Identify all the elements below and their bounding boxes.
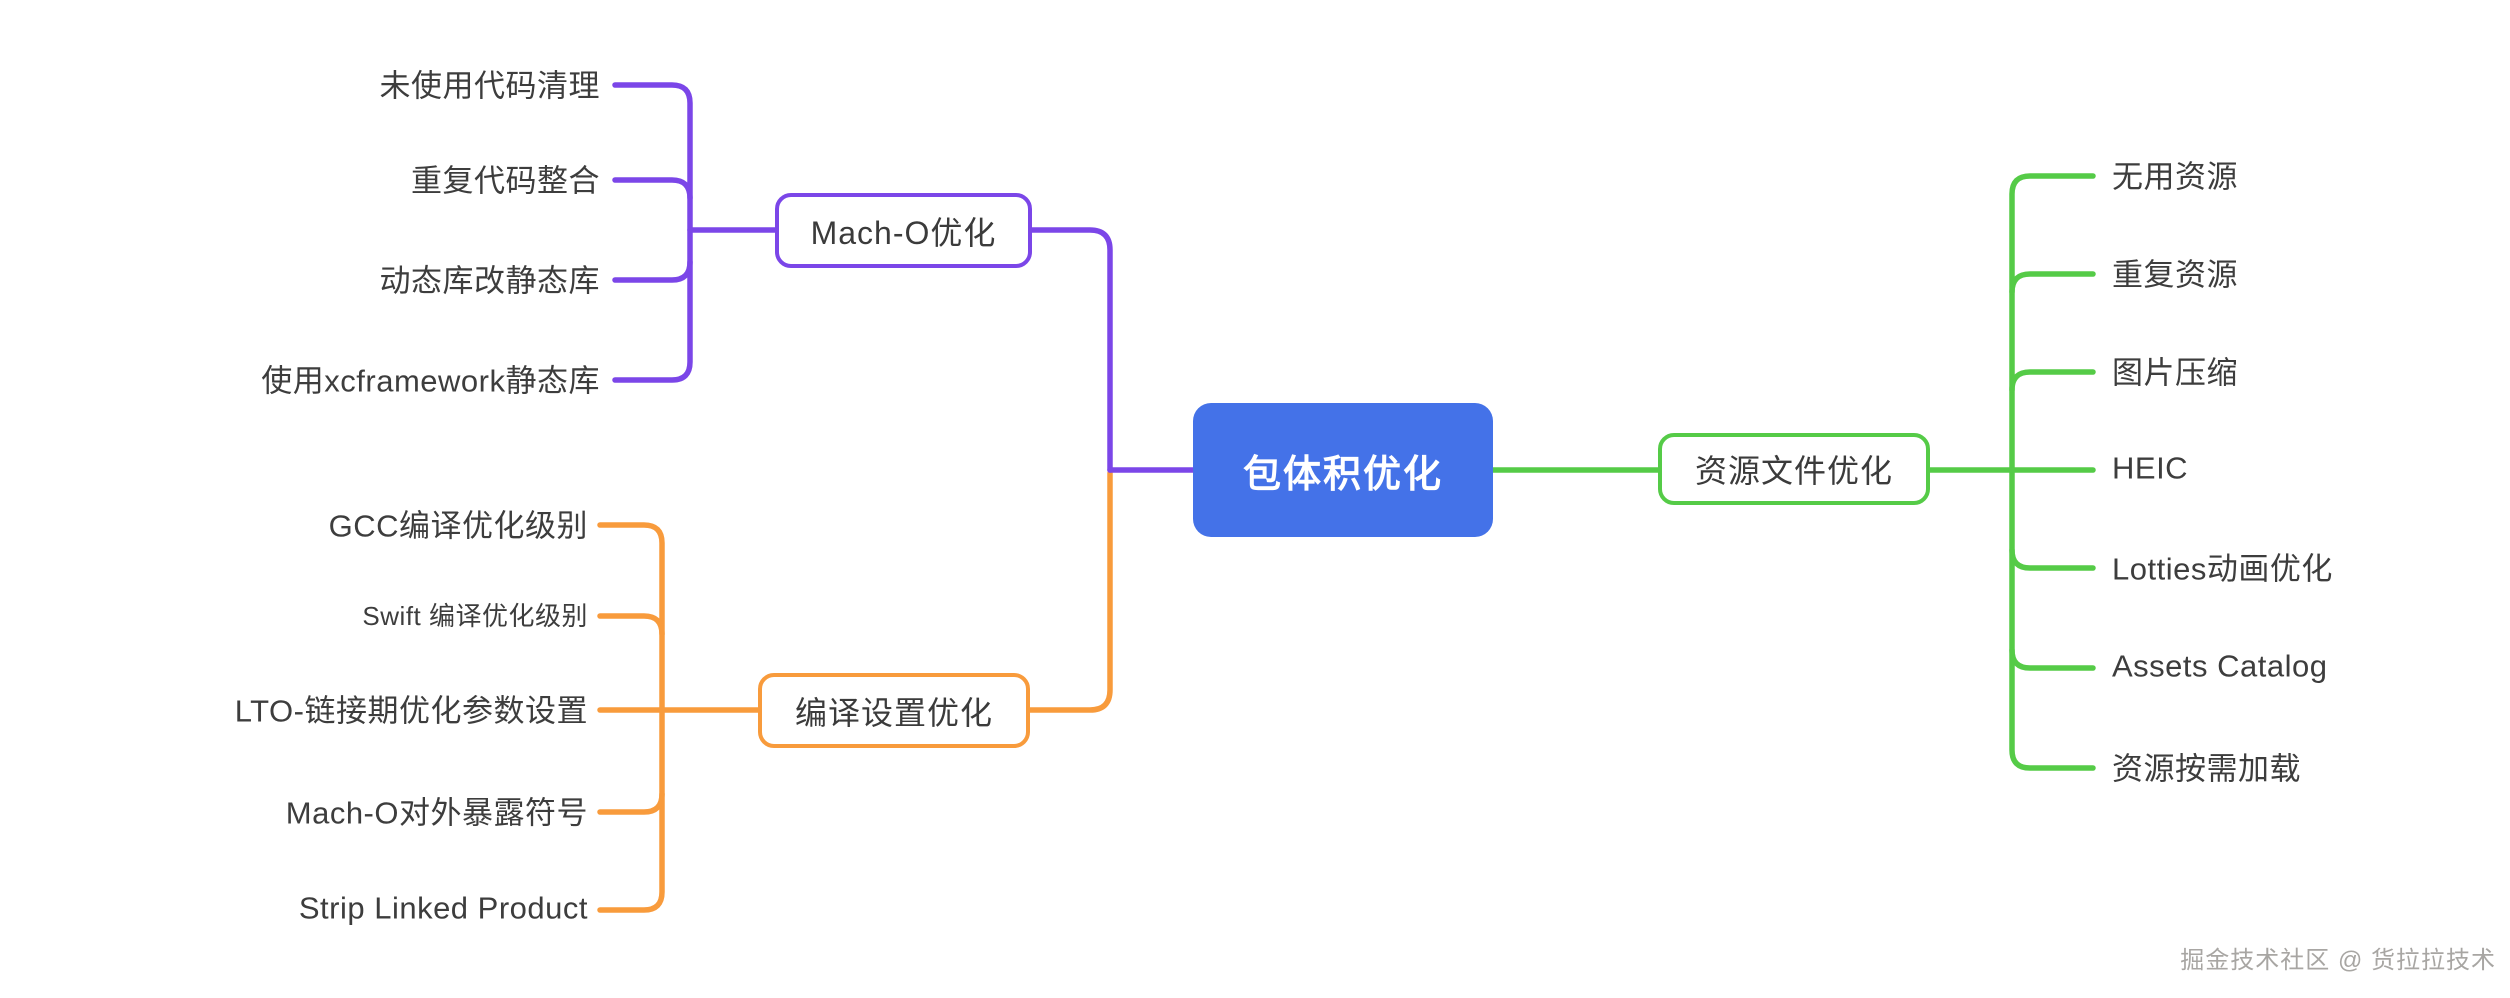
mindmap-child-label-compile-settings-3: Mach-O对外暴露符号 — [285, 795, 588, 831]
mindmap-child-label-resource-files-4: Lotties动画优化 — [2112, 551, 2333, 587]
mindmap-child-label-resource-files-6: 资源按需加载 — [2112, 751, 2301, 787]
branch-connectors-resource-files — [1490, 173, 2096, 771]
branch-node-resource-files: 资源文件优化 — [1658, 433, 1930, 505]
branch-connectors-compile-settings — [597, 470, 1113, 913]
branch-node-compile-settings: 编译设置优化 — [758, 673, 1030, 748]
watermark: 掘金技术社区 @ 货拉拉技术 — [2180, 947, 2496, 974]
mindmap-child-label-mach-o-3: 使用xcframework静态库 — [261, 363, 600, 399]
mindmap-child-label-resource-files-3: HEIC — [2112, 450, 2189, 486]
branch-node-resource-files-label: 资源文件优化 — [1694, 453, 1893, 489]
mindmap-child-label-compile-settings-1: Swift 编译优化级别 — [362, 601, 588, 632]
mindmap-child-label-compile-settings-0: GCC编译优化级别 — [328, 508, 588, 544]
root-node-label: 包体积优化 — [1242, 453, 1443, 496]
root-node: 包体积优化 — [1193, 403, 1493, 537]
mindmap-child-label-mach-o-0: 未使用代码清理 — [379, 68, 600, 104]
mindmap-child-label-resource-files-0: 无用资源 — [2112, 159, 2238, 195]
mindmap-child-label-resource-files-2: 图片压缩 — [2112, 355, 2238, 391]
mindmap-child-label-compile-settings-4: Strip Linked Product — [298, 890, 588, 926]
mindmap-child-label-resource-files-1: 重复资源 — [2112, 257, 2238, 293]
mindmap-child-label-mach-o-2: 动态库改静态库 — [379, 263, 600, 299]
branch-node-compile-settings-label: 编译设置优化 — [794, 694, 993, 731]
branch-node-mach-o: Mach-O优化 — [775, 193, 1032, 268]
mindmap-child-label-mach-o-1: 重复代码整合 — [411, 163, 600, 199]
branch-node-mach-o-label: Mach-O优化 — [810, 214, 997, 251]
branch-connectors-mach-o — [612, 82, 1113, 473]
mindmap-child-label-compile-settings-2: LTO-链接期优化参数设置 — [234, 693, 588, 729]
mindmap-child-label-resource-files-5: Assets Catalog — [2112, 648, 2328, 684]
